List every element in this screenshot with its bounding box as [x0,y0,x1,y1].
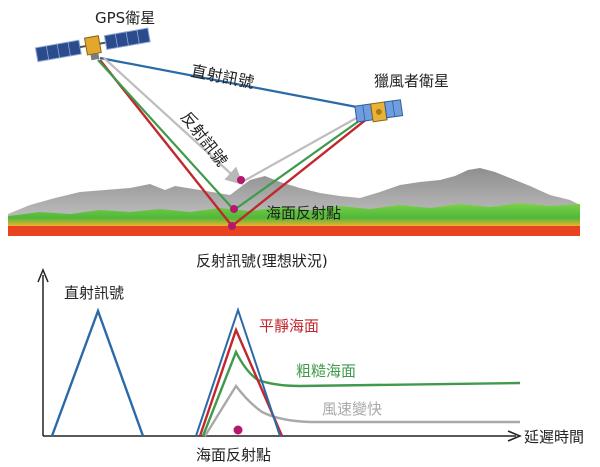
direct-signal-curve [50,307,145,437]
ideal-reflection-title: 反射訊號(理想狀況) [196,252,328,270]
sea-reflection-point-top-label: 海面反射點 [266,204,341,222]
reflected-green-to-satellite [233,115,367,211]
calm-sea-curve [198,326,284,437]
rough-sea-label: 粗糙海面 [296,362,356,380]
hurricane-satellite-label: 獵風者衛星 [374,72,449,90]
wind-faster-curve [203,383,520,437]
reflection-point-top-red [228,222,236,230]
reflected-gray-to-satellite [241,115,361,183]
gps-satellite-icon [34,27,151,63]
sea-reflection-point-bottom-label: 海面反射點 [196,446,271,464]
direct-signal-line [99,56,363,110]
calm-sea-label: 平靜海面 [259,317,319,335]
delay-time-label: 延遲時間 [524,428,584,446]
ocean-red-band [8,226,580,236]
reflected-gray-to-point [103,57,244,185]
reflection-point-top-green [230,205,238,213]
reflected-signal-label: 反射訊號 [177,108,231,170]
reflection-point-bottom [233,425,243,435]
reflected-green-to-point [97,59,235,211]
y-axis-arrow [37,268,49,283]
x-axis-arrow [507,430,522,442]
direct-signal-label: 直射訊號 [189,61,255,92]
reflected-red-to-satellite [231,117,369,227]
direct-signal-graph-label: 直射訊號 [64,284,124,302]
wind-faster-label: 風速變快 [322,400,382,418]
reflected-peak-blue [195,306,281,437]
gps-satellite-label: GPS衛星 [95,9,155,27]
cygnss-satellite-icon [354,99,404,123]
reflection-point-top-gray [237,176,245,184]
